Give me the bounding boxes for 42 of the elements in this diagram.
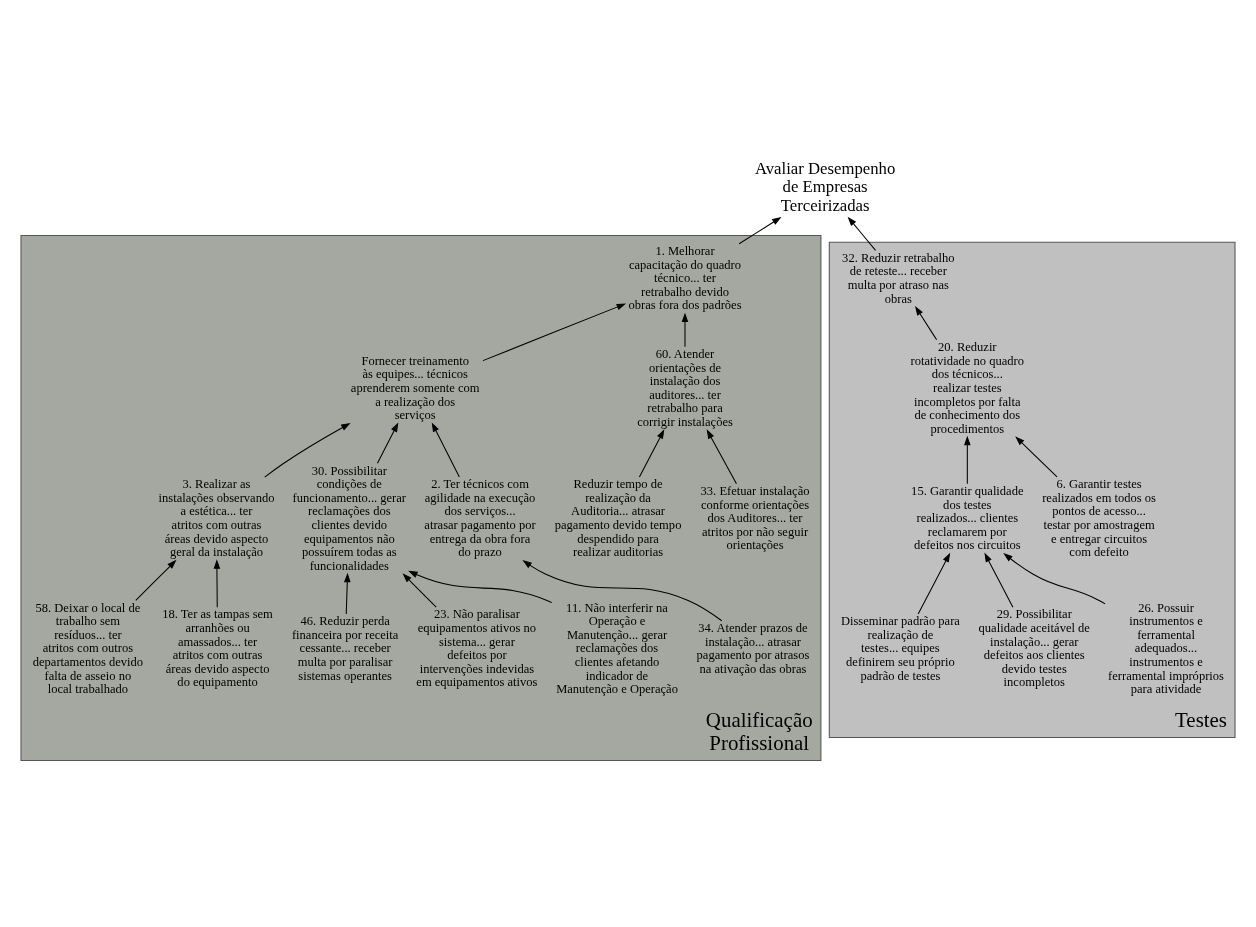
arrow	[964, 435, 971, 484]
arrow	[1003, 552, 1106, 604]
node-text: 29. Possibilitar qualidade aceitável de instalação... gerar defeitos aos clientes devido testes incompletos	[978, 606, 1090, 689]
node-text: 33. Efetuar instalação conforme orientações dos Auditores... ter atritos por não seguir orientações	[700, 483, 810, 552]
arrow	[344, 572, 351, 615]
node-text: 11. Não interferir na Operação e Manutenção... gerar reclamações dos clientes afetando indicador de Manutenção e Operação	[556, 600, 678, 696]
node-text: 1. Melhorar capacitação do quadro técnico... ter retrabalho devido obras fora dos padrões	[628, 243, 742, 312]
arrow	[376, 421, 399, 464]
node-text: 18. Ter as tampas sem arranhões ou amassados... ter atritos com outras áreas devido aspecto do equipamento	[162, 606, 273, 689]
node-text: 32. Reduzir retrabalho de reteste... receber multa por atraso nas obras	[842, 250, 955, 306]
node-text: 30. Possibilitar condições de funcionamento... gerar reclamações dos clientes devido equipamentos não possuírem todas as funcionalidades	[292, 463, 407, 573]
arrow	[1015, 435, 1058, 477]
node-text: 20. Reduzir rotatividade no quadro dos técnicos... realizar testes incompletos por falta de conhecimento dos procedimentos	[910, 339, 1025, 436]
node-text: Reduzir tempo de realização da Auditoria... atrasar pagamento devido tempo despendido para realizar auditorias	[554, 476, 682, 559]
node-text: Fornecer treinamento às equipes... técnicos aprenderem somente com a realização dos serviços	[350, 353, 480, 422]
node-text: 58. Deixar o local de trabalho sem resíduos... ter atritos com outros departamentos devido falta de asseio no local trabalhado	[32, 600, 144, 696]
node-text: Avaliar Desempenho de Empresas Terceirizadas	[754, 158, 896, 215]
arrow	[917, 552, 951, 615]
arrow	[984, 552, 1014, 608]
arrow	[638, 428, 665, 477]
node-text: 46. Reduzir perda financeira por receita cessante... receber multa por paralisar sistemas operantes	[291, 613, 399, 683]
arrow	[408, 570, 553, 603]
arrow	[135, 559, 177, 601]
arrow	[915, 305, 938, 340]
node-text: 15. Garantir qualidade dos testes realizados... clientes reclamarem por defeitos nos circuitos	[911, 483, 1024, 552]
arrow	[706, 428, 737, 484]
node-text: Disseminar padrão para realização de testes... equipes definirem seu próprio padrão de testes	[840, 613, 960, 683]
node-text: 3. Realizar as instalações observando a estética... ter atritos com outras áreas devido aspecto geral da instalação	[158, 476, 275, 559]
node-text: 26. Possuir instrumentos e ferramental adequados... instrumentos e ferramental impróprios para atividade	[1108, 600, 1224, 696]
arrow	[431, 421, 460, 477]
node-text: 34. Atender prazos de instalação... atrasar pagamento por atrasos na ativação das obras	[696, 620, 810, 676]
node-text: 23. Não paralisar equipamentos ativos no sistema... gerar defeitos por intervenções indevidas em equipamentos ativos	[416, 606, 538, 689]
arrow	[264, 422, 351, 478]
arrow	[681, 312, 689, 347]
arrow	[402, 572, 437, 608]
node-text: 2. Ter técnicos com agilidade na execução dos serviços... atrasar pagamento por entrega da obra fora do prazo	[424, 476, 536, 559]
node-text: 6. Garantir testes realizados em todos os pontos de acesso... testar por amostragem e entregar circuitos com defeito	[1042, 476, 1156, 559]
arrow	[522, 559, 723, 621]
arrow	[213, 558, 221, 608]
arrow	[738, 216, 782, 244]
node-text: 60. Atender orientações de instalação dos auditores... ter retrabalho para corrigir instalações	[637, 346, 733, 429]
arrow	[482, 302, 627, 361]
